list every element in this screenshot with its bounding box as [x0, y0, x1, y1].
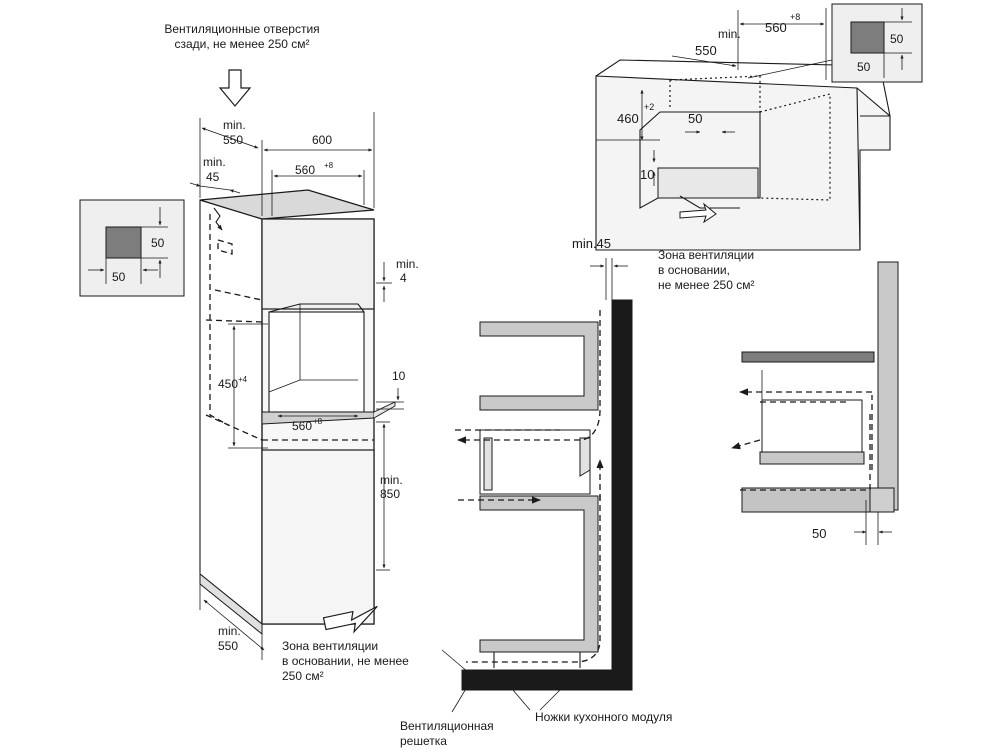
cabinet-top [199, 189, 375, 220]
cross-section-view: min.45 Вентиляционная решетка Ножки кухо… [400, 236, 672, 748]
dim-min-550-top [201, 127, 259, 149]
min-550-bottom-value: 550 [218, 639, 238, 653]
dim-600-label: 600 [312, 133, 332, 147]
top-460-sup: +2 [644, 102, 654, 112]
dim-10-mid-label: 10 [392, 369, 406, 383]
min-4-value: 4 [400, 271, 407, 285]
inset-left: 50 50 [79, 199, 185, 297]
top-460-label: 460 [617, 111, 639, 126]
vent-base-left-3: 250 см² [282, 669, 324, 683]
vent-base-right-2: в основании, [658, 263, 730, 277]
vent-base-arrow-icon [322, 605, 378, 634]
vent-back-label-1: Вентиляционные отверстия [164, 22, 319, 36]
lower-door [261, 449, 375, 625]
worktop-view: min. 550 560 +8 460 +2 50 10 50 50 Зо [595, 3, 923, 292]
min-550-top-value: 550 [223, 133, 243, 147]
top-min-label: min. [718, 27, 741, 41]
dim-560-top-sup: +8 [324, 161, 334, 170]
grille-label-1: Вентиляционная [400, 719, 494, 733]
inset-left-50-h: 50 [112, 270, 126, 284]
cabinet-side [199, 199, 263, 626]
inset-left-50-v: 50 [151, 236, 165, 250]
min-550-bottom-label: min. [218, 624, 241, 638]
vent-base-left-1: Зона вентиляции [282, 639, 378, 653]
top-50-label: 50 [688, 111, 702, 126]
min-4-label: min. [396, 257, 419, 271]
inset-right-50-h: 50 [857, 60, 871, 74]
grille-label-2: решетка [400, 734, 447, 748]
upper-door [261, 218, 375, 310]
min45-center-label: min.45 [572, 236, 611, 251]
tall-cabinet-view: Вентиляционные отверстия сзади, не менее… [79, 22, 419, 683]
worktop-section-view: 50 [731, 261, 899, 545]
dim-450-sup: +4 [238, 375, 248, 384]
vent-base-right-3: не менее 250 см² [658, 278, 754, 292]
min-850-value: 850 [380, 487, 400, 501]
dim-560-top-label: 560 [295, 163, 315, 177]
inset-right: 50 50 [747, 3, 923, 83]
dim-560-mid-label: 560 [292, 419, 312, 433]
vent-base-left-2: в основании, не менее [282, 654, 409, 668]
top-560-sup: +8 [790, 12, 800, 22]
hidden-edges [209, 214, 229, 426]
min-850-label: min. [380, 473, 403, 487]
vent-back-label-2: сзади, не менее 250 см² [174, 37, 309, 51]
vent-back-arrow-icon [218, 69, 252, 107]
inset-right-50-v: 50 [890, 32, 904, 46]
dim-560-mid-sup: +8 [313, 417, 323, 426]
min-45-left-value: 45 [206, 170, 220, 184]
top-10-label: 10 [640, 167, 654, 182]
oven-niche [268, 311, 365, 413]
vent-base-right-1: Зона вентиляции [658, 248, 754, 262]
right-50-label: 50 [812, 526, 826, 541]
min-550-top-label: min. [223, 118, 246, 132]
legs-label: Ножки кухонного модуля [535, 710, 672, 724]
top-560-label: 560 [765, 20, 787, 35]
top-550-label: 550 [695, 43, 717, 58]
dim-450-label: 450 [218, 377, 238, 391]
min-45-left-label: min. [203, 155, 226, 169]
